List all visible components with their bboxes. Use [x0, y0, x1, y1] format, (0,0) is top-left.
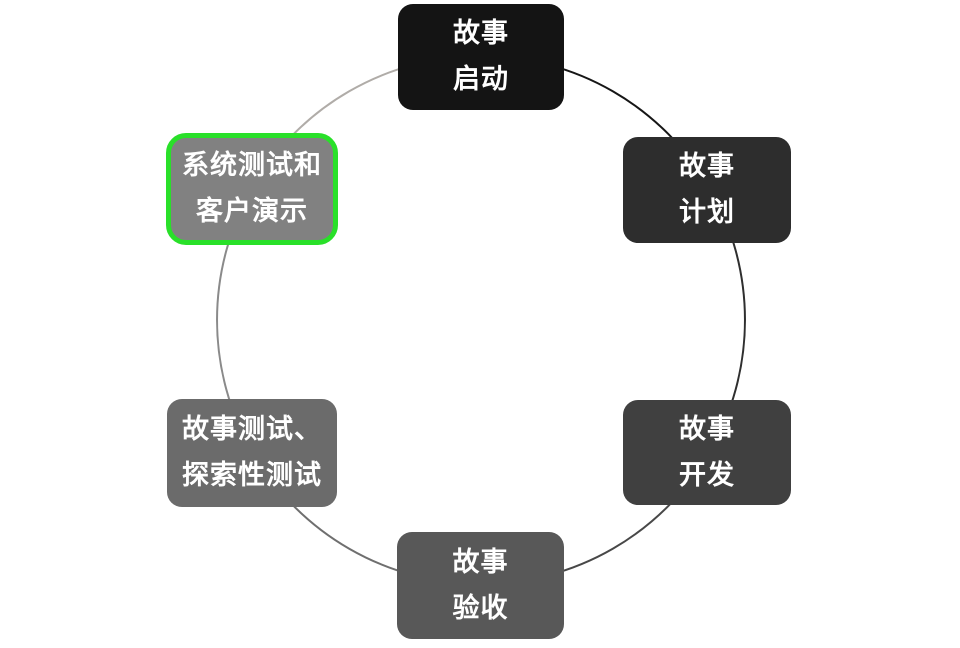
node-story-planning[interactable]: 故事 计划 — [623, 137, 791, 243]
node-system-test-demo-selected[interactable]: 系统测试和 客户演示 — [166, 133, 338, 245]
node-label-line: 故事 — [453, 18, 509, 49]
node-label-line: 计划 — [679, 197, 735, 228]
node-label-line: 故事 — [679, 413, 735, 445]
node-label-line: 探索性测试 — [182, 460, 322, 491]
node-label-line: 验收 — [452, 592, 509, 624]
node-label-line: 开发 — [679, 459, 735, 491]
node-story-acceptance[interactable]: 故事 验收 — [397, 532, 564, 639]
node-story-kickoff[interactable]: 故事 启动 — [398, 4, 564, 110]
node-label-line: 客户演示 — [196, 196, 308, 227]
node-label-line: 故事 — [679, 151, 735, 182]
node-story-development[interactable]: 故事 开发 — [623, 400, 791, 505]
node-label-line: 系统测试和 — [182, 150, 322, 181]
node-label-line: 故事测试、 — [182, 414, 322, 445]
node-label-line: 启动 — [453, 64, 509, 95]
node-story-testing[interactable]: 故事测试、 探索性测试 — [167, 399, 337, 507]
node-label-line: 故事 — [452, 546, 509, 578]
